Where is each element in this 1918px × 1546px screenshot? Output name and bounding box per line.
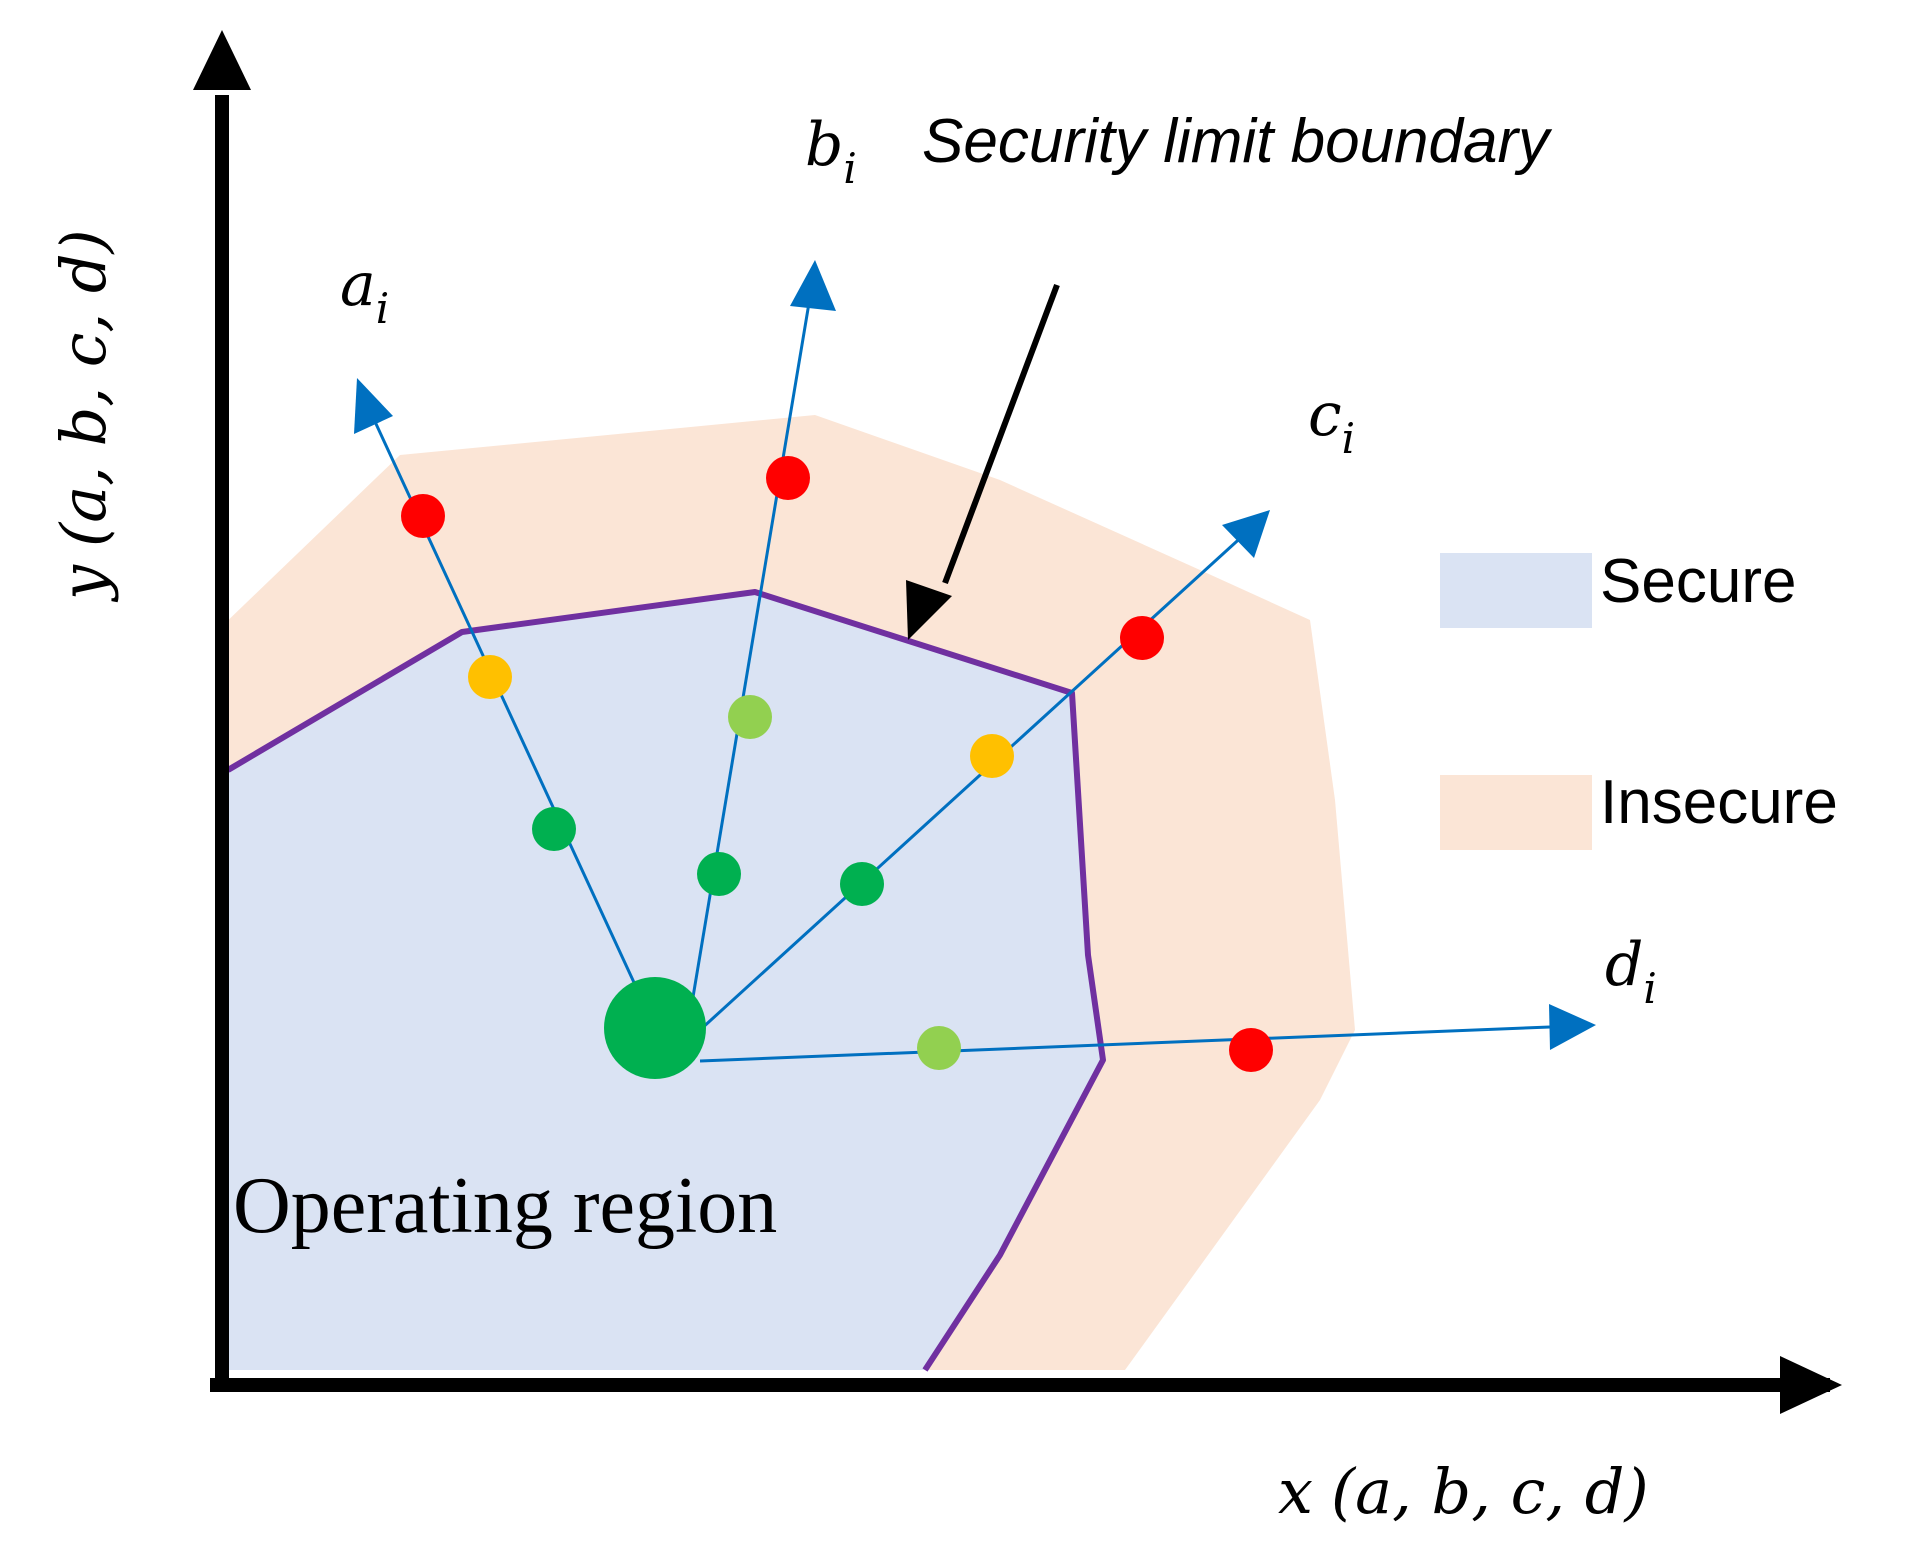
- operating-point: [604, 977, 706, 1079]
- point-a-yellow: [468, 655, 512, 699]
- direction-label-d-sub: i: [1643, 964, 1656, 1013]
- direction-label-d: di: [1605, 930, 1657, 1013]
- point-c-green: [840, 862, 884, 906]
- direction-label-c: ci: [1308, 380, 1355, 463]
- y-axis-label-args: (a, b, c, d): [47, 229, 120, 547]
- direction-label-a: ai: [340, 250, 389, 333]
- point-b-red: [766, 456, 810, 500]
- legend-swatch-secure: [1440, 553, 1592, 628]
- ray-d: [699, 1025, 1551, 1063]
- annotation-arrow-line: [942, 283, 1060, 585]
- point-b-green: [697, 852, 741, 896]
- ray-d-arrowhead: [1549, 1004, 1596, 1050]
- direction-label-b-base: b: [805, 110, 843, 180]
- x-axis-label-args: (a, b, c, d): [1331, 1455, 1649, 1528]
- y-axis-label-var: y: [47, 564, 120, 603]
- direction-label-c-sub: i: [1342, 414, 1355, 463]
- direction-label-a-sub: i: [376, 284, 389, 333]
- ray-b-arrowhead: [790, 260, 836, 311]
- point-b-light-green: [728, 695, 772, 739]
- direction-label-d-base: d: [1605, 930, 1643, 1000]
- point-a-red: [401, 494, 445, 538]
- operating-region-label: Operating region: [233, 1162, 777, 1250]
- x-axis-arrowhead: [1780, 1356, 1842, 1414]
- ray-a-arrowhead: [354, 378, 393, 434]
- legend-label-secure: Secure: [1600, 547, 1796, 616]
- annotation-text: Security limit boundary: [922, 107, 1553, 176]
- direction-label-b: bi: [805, 110, 857, 193]
- point-c-red: [1120, 616, 1164, 660]
- direction-label-a-base: a: [340, 250, 376, 320]
- point-a-green: [532, 807, 576, 851]
- security-limit-boundary: [226, 589, 1106, 1372]
- ray-c: [698, 530, 1249, 1032]
- legend-label-insecure: Insecure: [1600, 768, 1838, 837]
- point-d-red: [1229, 1028, 1273, 1072]
- direction-label-b-sub: i: [843, 144, 856, 193]
- y-axis-arrowhead: [193, 30, 251, 90]
- ray-c-arrowhead: [1222, 510, 1270, 558]
- y-axis-label: y (a, b, c, d): [47, 229, 120, 603]
- direction-label-c-base: c: [1308, 380, 1342, 450]
- point-c-yellow: [970, 734, 1014, 778]
- legend-swatch-insecure: [1440, 775, 1592, 850]
- annotation-arrowhead: [906, 580, 952, 640]
- x-axis-label: x(a, b, c, d): [1278, 1455, 1649, 1528]
- x-axis-label-var: x: [1278, 1455, 1313, 1528]
- point-d-light-green: [917, 1026, 961, 1070]
- y-axis-label-group: y (a, b, c, d): [47, 229, 120, 603]
